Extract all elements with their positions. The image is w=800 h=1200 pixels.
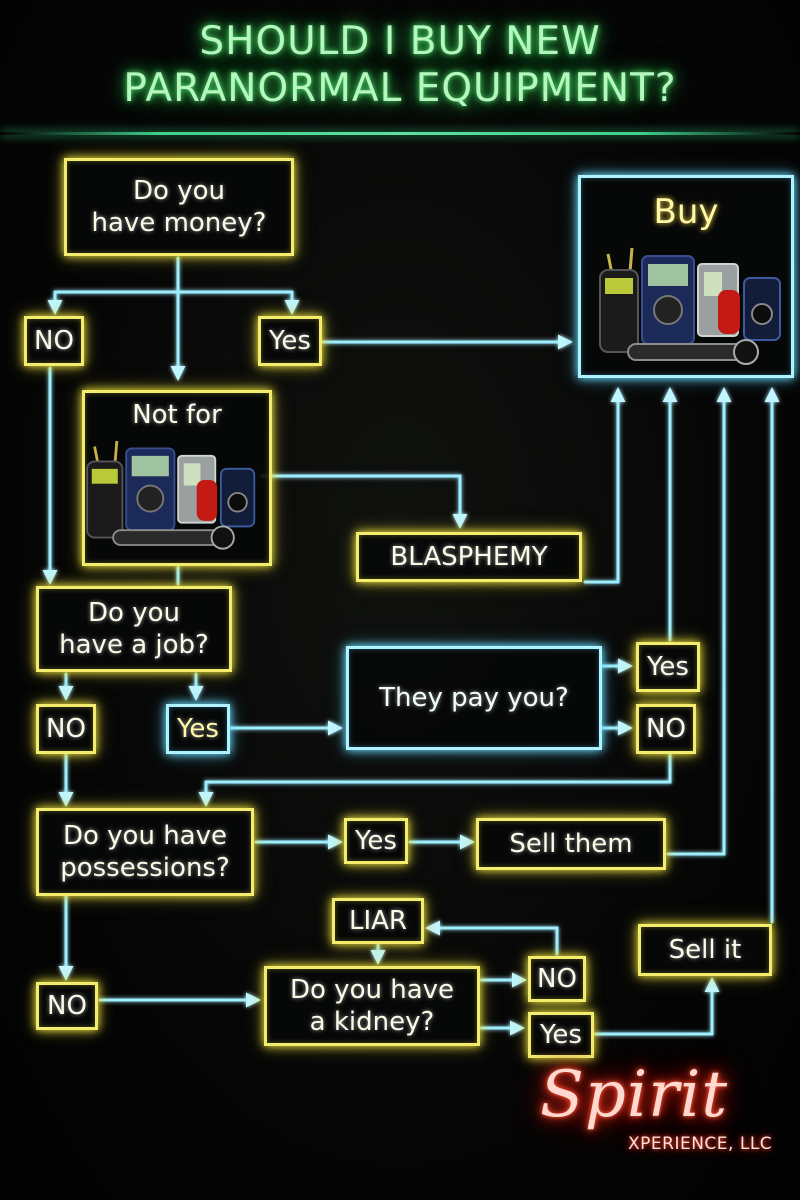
not-for-label: Not for: [132, 400, 222, 430]
kidney-no-box: NO: [528, 956, 586, 1002]
job-no-label: NO: [46, 714, 86, 744]
possessions-question-box: Do you have possessions?: [36, 808, 254, 896]
pay-yes-label: Yes: [647, 652, 689, 682]
logo-script-text: Spirit: [540, 1058, 729, 1132]
spirit-xperience-logo: Spirit XPERIENCE, LLC: [520, 1058, 790, 1168]
logo-subtitle: XPERIENCE, LLC: [628, 1134, 773, 1154]
connector-payno-to-possessions: [198, 752, 672, 807]
kidney-yes-label: Yes: [540, 1020, 582, 1050]
job-yes-label: Yes: [177, 714, 219, 744]
liar-label: LIAR: [348, 906, 407, 936]
connector-blasphemy-to-buy: [583, 387, 626, 584]
liar-box: LIAR: [332, 898, 424, 944]
blasphemy-box: BLASPHEMY: [356, 532, 582, 582]
job-yes-box: Yes: [166, 704, 230, 754]
paranormal-equipment-icon: [86, 440, 256, 550]
connector-kidneyyes-to-sellit: [593, 977, 720, 1036]
buy-label: Buy: [653, 192, 719, 232]
connector-kidneyno-to-liar: [425, 920, 559, 956]
connector-sellthem-to-buy: [666, 387, 732, 856]
pay-yes-box: Yes: [636, 642, 700, 692]
possessions-yes-box: Yes: [344, 818, 408, 864]
possessions-no-box: NO: [36, 982, 98, 1030]
money-no-label: NO: [34, 326, 74, 356]
title-divider: [0, 132, 800, 135]
sell-it-label: Sell it: [668, 935, 742, 965]
page-title: SHOULD I BUY NEW PARANORMAL EQUIPMENT?: [0, 18, 800, 112]
money-yes-box: Yes: [258, 316, 322, 366]
job-no-box: NO: [36, 704, 96, 754]
connector-notfor-to-blasphemy: [260, 474, 468, 529]
kidney-question-box: Do you have a kidney?: [264, 966, 480, 1046]
money-no-box: NO: [24, 316, 84, 366]
possessions-question-label: Do you have possessions?: [60, 821, 230, 883]
pay-question-box: They pay you?: [346, 646, 602, 750]
possessions-no-label: NO: [47, 991, 87, 1021]
kidney-question-label: Do you have a kidney?: [289, 975, 455, 1037]
title-line-2: PARANORMAL EQUIPMENT?: [123, 66, 677, 111]
money-yes-label: Yes: [269, 326, 311, 356]
sell-them-label: Sell them: [509, 829, 633, 859]
money-question-box: Do you have money?: [64, 158, 294, 256]
blasphemy-label: BLASPHEMY: [390, 542, 548, 572]
kidney-no-label: NO: [537, 964, 577, 994]
money-question-line1: Do you have money?: [91, 176, 267, 238]
buy-box: Buy: [578, 175, 794, 378]
kidney-yes-box: Yes: [528, 1012, 594, 1058]
pay-no-box: NO: [636, 704, 696, 754]
paranormal-equipment-icon: [599, 247, 781, 365]
job-question-box: Do you have a job?: [36, 586, 232, 672]
pay-question-label: They pay you?: [379, 683, 569, 713]
possessions-yes-label: Yes: [355, 826, 397, 856]
title-line-1: SHOULD I BUY NEW: [199, 19, 601, 64]
sell-it-box: Sell it: [638, 924, 772, 976]
job-question-label: Do you have a job?: [59, 598, 209, 660]
pay-no-label: NO: [646, 714, 686, 744]
sell-them-box: Sell them: [476, 818, 666, 870]
